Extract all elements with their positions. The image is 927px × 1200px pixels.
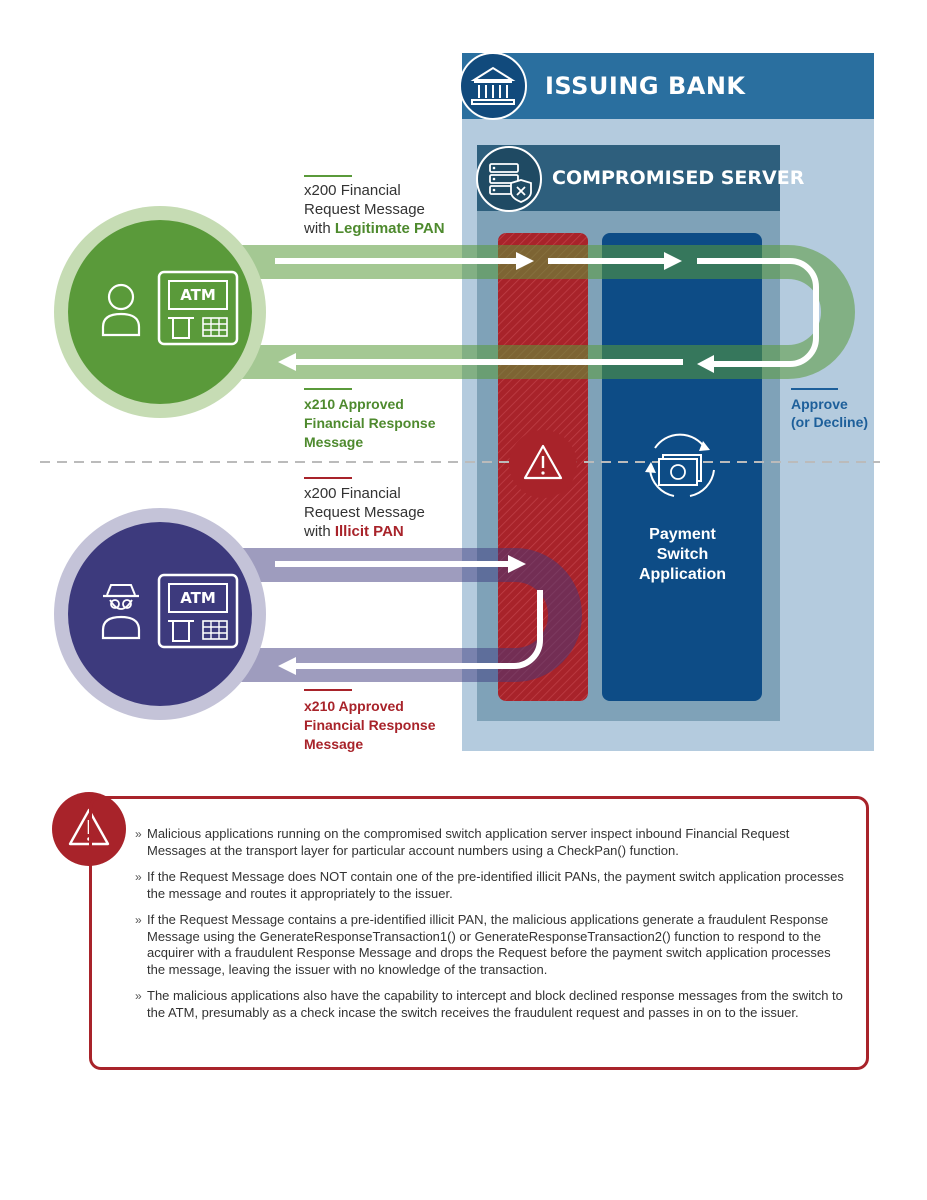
issuing-bank-header xyxy=(462,53,874,119)
illicit-response-label: x210 Approved Financial Response Message xyxy=(304,698,436,752)
legitimate-pan-highlight: Legitimate PAN xyxy=(334,220,445,237)
legitimate-request-arrow xyxy=(275,252,819,373)
payment-switch-label: Payment Switch Application xyxy=(638,526,727,583)
legitimate-response-arrow xyxy=(278,353,683,371)
notes-list: Malicious applications running on the co… xyxy=(135,826,845,1031)
legit-request-label: x200 Financial Request Message with Legi… xyxy=(304,182,445,237)
warning-icon xyxy=(509,430,577,498)
note-item: Malicious applications running on the co… xyxy=(135,826,845,859)
legit-atm-label: ATM xyxy=(180,286,216,304)
money-cycle-icon xyxy=(645,433,715,497)
approve-label: Approve (or Decline) xyxy=(791,396,869,430)
illicit-atm-label: ATM xyxy=(180,589,216,607)
notes-box xyxy=(89,796,869,1070)
issuing-bank-title: ISSUING BANK xyxy=(545,72,746,100)
spy-icon xyxy=(101,584,141,640)
legitimate-actor xyxy=(54,206,266,418)
note-item: If the Request Message contains a pre-id… xyxy=(135,912,845,978)
legit-response-label: x210 Approved Financial Response Message xyxy=(304,396,436,450)
person-icon xyxy=(101,283,141,337)
illicit-flow-band xyxy=(180,548,583,682)
server-shield-icon xyxy=(476,146,542,212)
note-item: The malicious applications also have the… xyxy=(135,988,845,1021)
atm-icon xyxy=(157,573,239,649)
bank-icon xyxy=(459,52,527,120)
atm-icon xyxy=(157,270,239,346)
illicit-actor xyxy=(54,508,266,720)
note-item: If the Request Message does NOT contain … xyxy=(135,869,845,902)
illicit-pan-highlight: Illicit PAN xyxy=(334,523,404,540)
compromised-server-title: COMPROMISED SERVER xyxy=(552,167,805,189)
illicit-request-label: x200 Financial Request Message with Illi… xyxy=(304,485,425,540)
illicit-request-arrow xyxy=(275,555,543,675)
